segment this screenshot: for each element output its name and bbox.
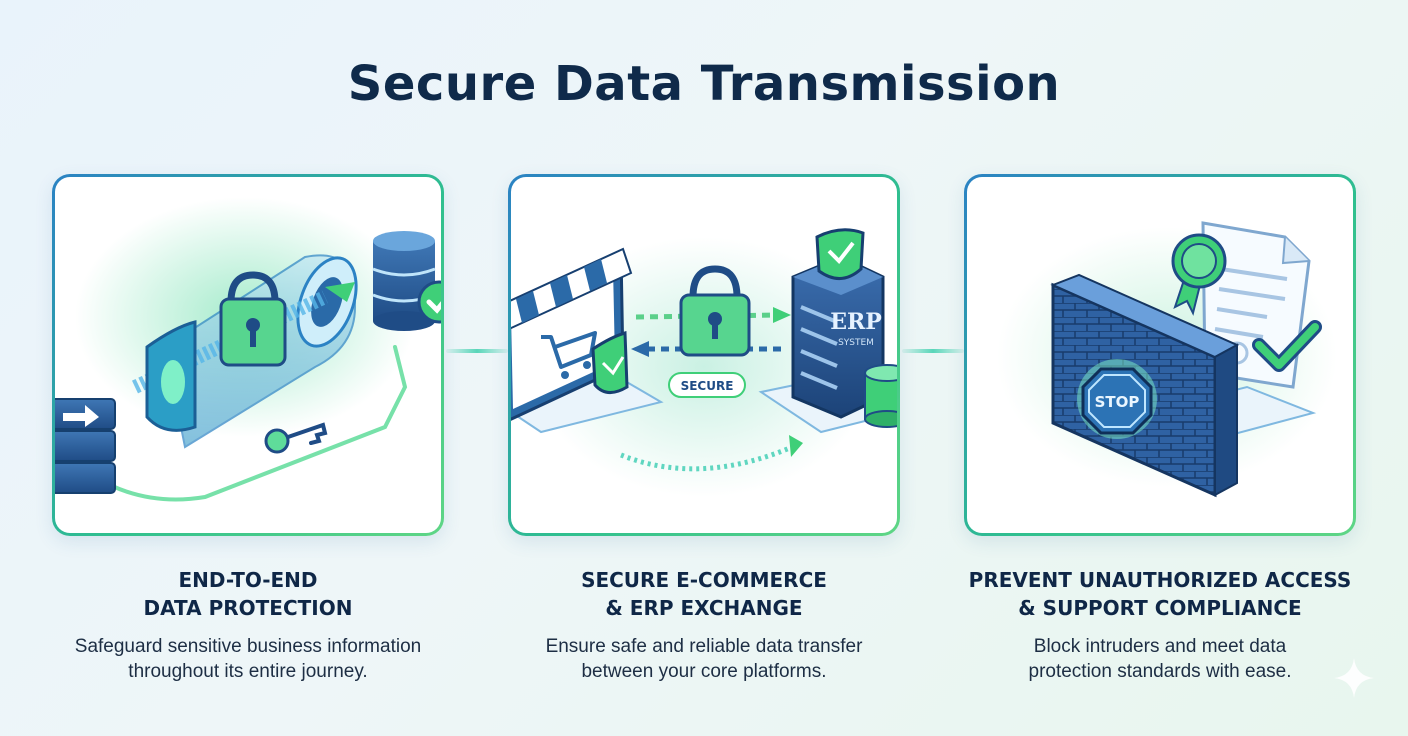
- connector-line-2: [902, 349, 964, 353]
- description-access-compliance: Block intruders and meet data protection…: [950, 634, 1370, 684]
- checkmark-icon: [417, 280, 441, 324]
- heading-ecommerce-erp: SECURE E-COMMERCE & ERP EXCHANGE: [494, 566, 914, 622]
- description-line: protection standards with ease.: [1028, 661, 1292, 682]
- stop-sign-icon: STOP: [1077, 359, 1157, 439]
- database-icon: [864, 364, 897, 428]
- stop-sign-label: STOP: [1095, 393, 1140, 411]
- heading-line: END-TO-END: [178, 568, 318, 592]
- description-line: Safeguard sensitive business information: [74, 636, 422, 657]
- description-ecommerce-erp: Ensure safe and reliable data transfer b…: [494, 634, 914, 684]
- award-ribbon-icon: [1171, 233, 1227, 316]
- panel-end-to-end: [52, 174, 444, 536]
- erp-sublabel: SYSTEM: [838, 338, 874, 348]
- heading-line: SECURE E-COMMERCE: [581, 568, 827, 592]
- description-line: Block intruders and meet data: [1033, 636, 1287, 657]
- sparkle-icon: [1334, 658, 1374, 698]
- ecommerce-erp-illustration: SECURE ERP SYSTEM: [511, 228, 897, 497]
- heading-end-to-end: END-TO-END DATA PROTECTION: [38, 566, 458, 622]
- description-line: between your core platforms.: [581, 661, 827, 682]
- heading-line: & SUPPORT COMPLIANCE: [1018, 596, 1302, 620]
- shield-icon: [815, 228, 865, 280]
- heading-line: PREVENT UNAUTHORIZED ACCESS: [968, 568, 1352, 592]
- firewall-compliance-illustration: STOP: [997, 221, 1337, 498]
- connector-line-1: [446, 349, 508, 353]
- heading-access-compliance: PREVENT UNAUTHORIZED ACCESS & SUPPORT CO…: [950, 566, 1370, 622]
- key-icon: [264, 422, 328, 454]
- padlock-icon: [679, 265, 751, 357]
- heading-line: DATA PROTECTION: [143, 596, 353, 620]
- description-line: throughout its entire journey.: [128, 661, 368, 682]
- description-line: Ensure safe and reliable data transfer: [545, 636, 863, 657]
- panel-ecommerce-erp: SECURE ERP SYSTEM: [508, 174, 900, 536]
- padlock-icon: [219, 271, 287, 367]
- secure-badge: SECURE: [668, 372, 746, 398]
- encrypted-tunnel-illustration: [55, 197, 441, 502]
- storefront-icon: [511, 247, 633, 421]
- erp-label: ERP: [830, 309, 882, 335]
- shield-icon: [591, 331, 629, 394]
- return-arrow: [620, 442, 799, 472]
- secure-badge-label: SECURE: [681, 379, 734, 393]
- server-icon: [55, 398, 116, 494]
- shopping-cart-icon: [541, 331, 597, 379]
- heading-line: & ERP EXCHANGE: [605, 596, 803, 620]
- description-end-to-end: Safeguard sensitive business information…: [38, 634, 458, 684]
- page-title: Secure Data Transmission: [347, 56, 1061, 112]
- arrow-icon: [325, 282, 355, 302]
- panel-access-compliance: STOP: [964, 174, 1356, 536]
- checkmark-icon: [1252, 320, 1322, 372]
